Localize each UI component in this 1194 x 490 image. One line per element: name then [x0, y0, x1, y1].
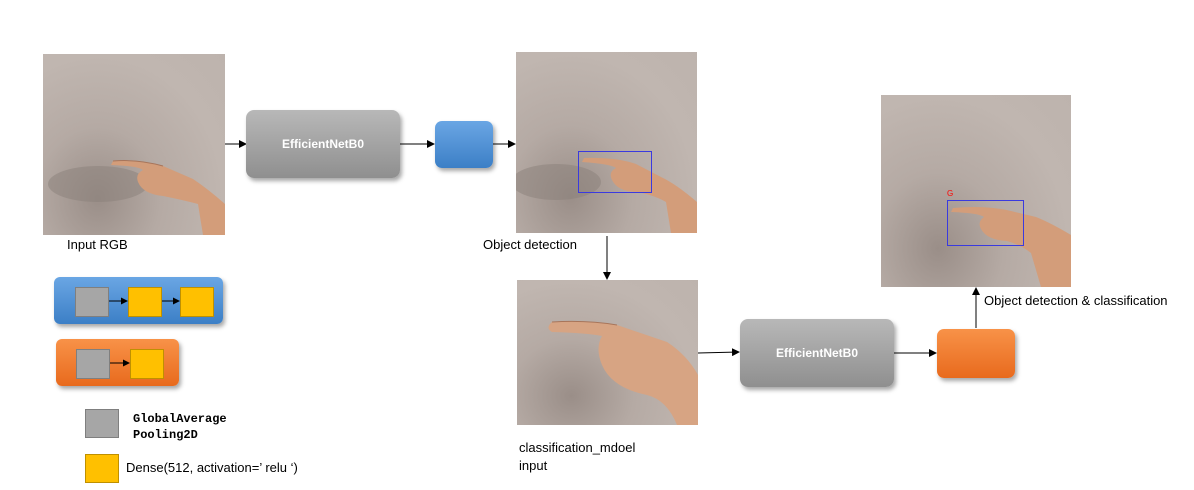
- efficientnet-backbone-1: EfficientNetB0: [246, 110, 400, 178]
- object-detection-image: [516, 52, 697, 233]
- legend-detection-arrows: [109, 297, 180, 305]
- legend-key-gap-line1: GlobalAverage: [133, 412, 227, 426]
- arrow-crop-to-backbone: [697, 348, 740, 357]
- legend-detection-head: [54, 277, 223, 324]
- legend-key-gap-line2: Pooling2D: [133, 428, 198, 442]
- classification-head: [937, 329, 1015, 378]
- legend-key-dense-label: Dense(512, activation=’ relu ‘): [126, 460, 298, 475]
- legend-detection-dense-block-2: [180, 287, 214, 317]
- detection-head: [435, 121, 493, 168]
- classification-input-label-line1: classification_mdoel: [519, 440, 636, 455]
- efficientnet-backbone-2: EfficientNetB0: [740, 319, 894, 387]
- legend-key-gap-swatch: [85, 409, 119, 438]
- legend-classification-head: [56, 339, 179, 386]
- detection-classification-image: G: [881, 95, 1071, 287]
- legend-classification-dense-block: [130, 349, 164, 379]
- legend-key-dense-swatch: [85, 454, 119, 483]
- classification-input-label-line2: input: [519, 458, 548, 473]
- input-rgb-image: [43, 54, 225, 235]
- classification-input-image: [517, 280, 698, 425]
- input-rgb-label: Input RGB: [67, 237, 128, 252]
- legend-classification-arrow: [110, 359, 130, 367]
- predicted-class-label: G: [947, 189, 954, 198]
- detection-bounding-box: [578, 151, 652, 193]
- legend-classification-gap-block: [76, 349, 110, 379]
- object-detection-label: Object detection: [483, 237, 577, 252]
- efficientnet-backbone-2-label: EfficientNetB0: [775, 346, 858, 360]
- legend-detection-dense-block-1: [128, 287, 162, 317]
- detection-classification-label: Object detection & classification: [984, 293, 1168, 308]
- classification-bounding-box: [947, 200, 1024, 246]
- legend-detection-gap-block: [75, 287, 109, 317]
- efficientnet-backbone-1-label: EfficientNetB0: [281, 137, 364, 151]
